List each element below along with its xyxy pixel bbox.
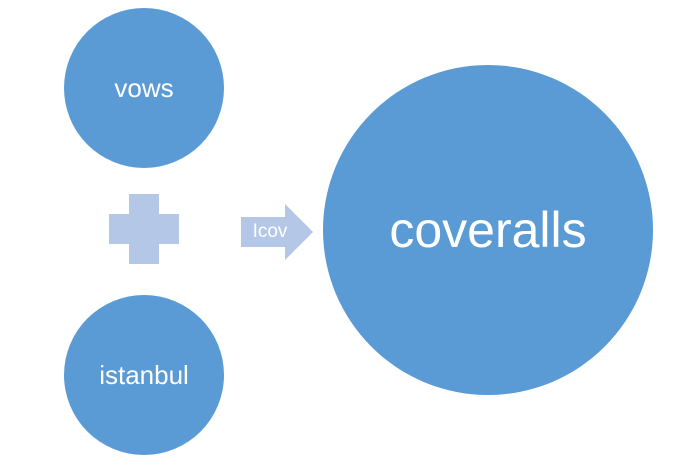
result-circle-coveralls: coveralls bbox=[323, 65, 653, 395]
arrow-label: Icov bbox=[252, 221, 288, 242]
plus-horizontal-bar bbox=[109, 214, 179, 244]
input-circle-istanbul: istanbul bbox=[64, 295, 224, 455]
result-label: coveralls bbox=[389, 202, 587, 258]
input-label-vows: vows bbox=[114, 72, 174, 103]
input-circle-vows: vows bbox=[64, 8, 224, 168]
input-label-istanbul: istanbul bbox=[99, 359, 189, 390]
arrow-right-icon bbox=[241, 204, 313, 260]
